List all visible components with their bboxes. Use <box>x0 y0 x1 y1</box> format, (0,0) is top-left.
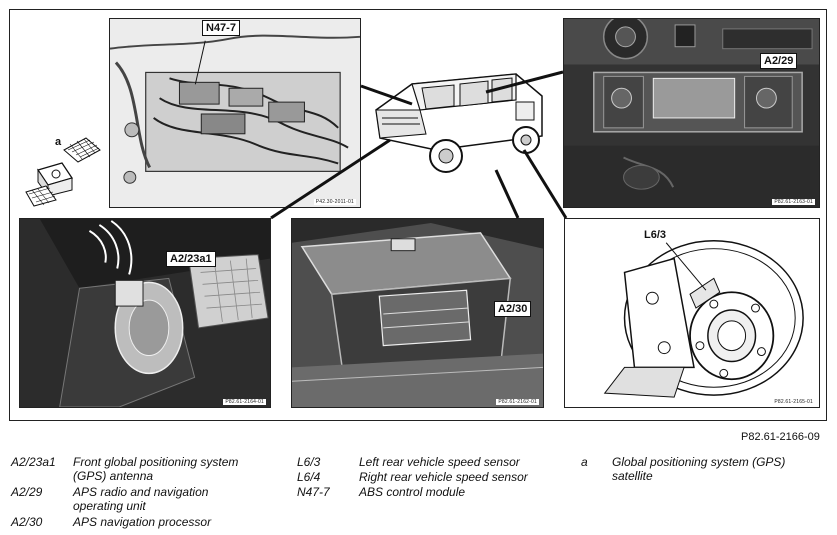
legend-key: A2/30 <box>11 515 43 529</box>
legend-item: L6/3 Left rear vehicle speed sensor <box>297 455 567 470</box>
legend-item: A2/30 APS navigation processor <box>11 515 281 530</box>
legend-description: Left rear vehicle speed sensor <box>359 455 520 469</box>
callout-l6-3: L6/3 <box>641 228 670 242</box>
callout-a2-23a1: A2/23a1 <box>166 251 216 267</box>
legend-key: N47-7 <box>297 485 330 499</box>
antenna-illustration <box>20 219 270 407</box>
legend-item: L6/4 Right rear vehicle speed sensor <box>297 470 567 485</box>
code-antenna: P82.61-2164-01 <box>223 399 266 405</box>
sensor-illustration <box>565 219 819 407</box>
vehicle-illustration <box>366 66 556 186</box>
panel-radio-unit: A2/29 P82.61-2163-01 <box>563 18 820 208</box>
code-radio: P82.61-2163-01 <box>772 199 815 205</box>
code-sensor: P82.61-2165-01 <box>772 399 815 405</box>
legend-description: APS navigation processor <box>73 515 212 529</box>
panel-abs-control-module: N47-7 P42.30-2011-01 <box>109 18 361 208</box>
code-abs-module: P42.30-2011-01 <box>313 199 356 205</box>
code-processor: P82.61-2162-01 <box>496 399 539 405</box>
legend-description: operating unit <box>73 499 146 513</box>
legend-item: N47-7 ABS control module <box>297 485 567 500</box>
radio-illustration <box>564 19 819 207</box>
panel-gps-antenna: A2/23a1 P82.61-2164-01 <box>19 218 271 408</box>
legend-key: L6/3 <box>297 455 321 469</box>
legend-description: Global positioning system (GPS) <box>612 455 786 469</box>
legend-item: A2/23a1 Front global positioning system(G… <box>11 455 281 485</box>
legend-description: APS radio and navigation <box>73 485 209 499</box>
callout-a2-30: A2/30 <box>494 301 532 317</box>
legend-key: A2/29 <box>11 485 43 499</box>
legend-column-3: a Global positioning system (GPS)satellit… <box>581 455 831 485</box>
panel-speed-sensor: L6/3 P82.61-2165-01 <box>564 218 820 408</box>
satellite-illustration: a <box>20 130 110 210</box>
legend-description: ABS control module <box>359 485 466 499</box>
suv-icon <box>375 73 543 173</box>
legend-description: (GPS) antenna <box>73 469 154 483</box>
panel-navigation-processor: A2/30 P82.61-2162-01 <box>291 218 544 408</box>
legend-key: L6/4 <box>297 470 321 484</box>
satellite-icon <box>25 137 101 207</box>
legend-description: Right rear vehicle speed sensor <box>359 470 528 484</box>
legend-key: a <box>581 455 588 469</box>
legend-item: a Global positioning system (GPS)satellit… <box>581 455 831 485</box>
abs-module-illustration <box>110 19 360 207</box>
callout-a2-29: A2/29 <box>760 53 798 69</box>
legend-description: satellite <box>612 469 653 483</box>
figure-reference: P82.61-2166-09 <box>741 431 820 443</box>
legend-column-1: A2/23a1 Front global positioning system(G… <box>11 455 281 530</box>
legend-key: A2/23a1 <box>11 455 56 469</box>
callout-n47-7: N47-7 <box>202 20 240 36</box>
legend-description: Front global positioning system <box>73 455 239 469</box>
satellite-label: a <box>55 136 62 148</box>
